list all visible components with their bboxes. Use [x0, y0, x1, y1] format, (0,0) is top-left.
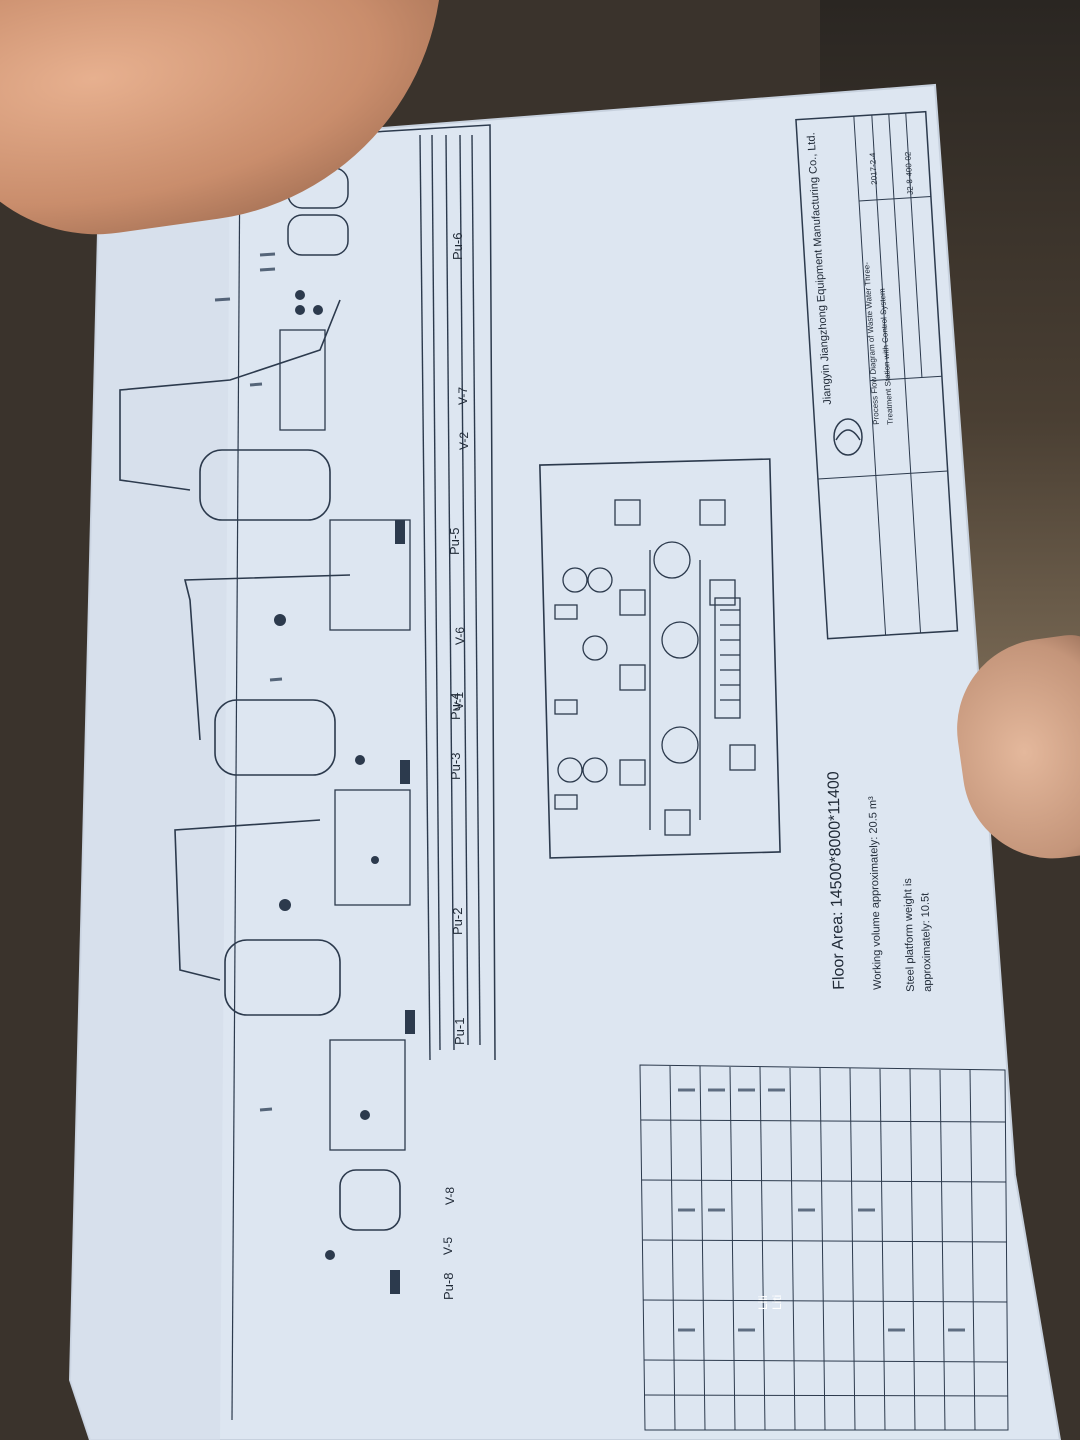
vessel-label: V-2 [457, 431, 471, 450]
title-block-grid [817, 112, 948, 636]
overlay-text: Lili [756, 1295, 770, 1310]
pump-label: Pu-8 [441, 1272, 456, 1300]
heat-exchangers [279, 329, 411, 1151]
vessel-label: V-7 [456, 386, 470, 405]
company-logo [833, 418, 863, 456]
evaporator-units [119, 299, 401, 1231]
pump-label: Pu-6 [450, 232, 465, 260]
instruments [274, 290, 415, 1294]
plan-view-frame [539, 458, 781, 859]
material-table [639, 1064, 1009, 1431]
vessel-label: V-5 [441, 1236, 455, 1255]
plan-view-equipment [554, 499, 756, 836]
pipe-rack [419, 134, 481, 1061]
pump-label: Pu-3 [448, 752, 463, 780]
pump-label: Pu-5 [447, 527, 462, 555]
pump-label: Pu-1 [452, 1017, 467, 1045]
pump-label: Pu-2 [450, 907, 465, 935]
vessel-label: V-6 [453, 626, 467, 645]
title-block-frame [795, 110, 959, 640]
steel-weight-note: approximately: 10.5t [919, 892, 934, 992]
vessel-label: V-1 [452, 691, 466, 710]
vessel-label: V-8 [443, 1186, 457, 1205]
overlay-text: Liti [770, 1294, 784, 1310]
drawing-date: 2017-2-4 [868, 152, 879, 185]
